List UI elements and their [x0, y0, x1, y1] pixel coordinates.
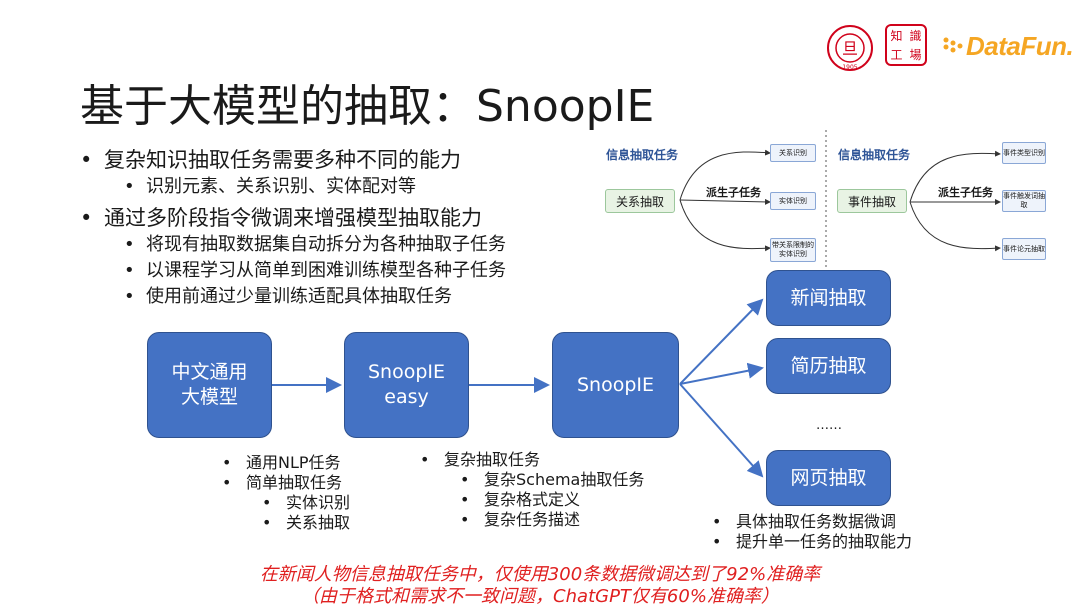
mini-diagram-left-title: 信息抽取任务	[606, 148, 679, 162]
derived-subtask-label: 派生子任务	[706, 186, 761, 199]
note-item: •简单抽取任务	[222, 473, 343, 492]
datafun-dots-icon	[943, 37, 963, 53]
note-item: •通用NLP任务	[222, 453, 341, 472]
subtask-node: 事件触发词抽取	[1002, 190, 1046, 212]
stage2-note-list: •复杂抽取任务 •复杂Schema抽取任务 •复杂格式定义 •复杂任务描述	[420, 450, 644, 530]
slide-title: 基于大模型的抽取：SnoopIE	[80, 81, 655, 132]
svg-text:旦: 旦	[842, 39, 858, 58]
note-subitem: •复杂任务描述	[460, 510, 581, 529]
datafun-logo: DataFun.	[940, 28, 1074, 64]
note-subitem: •实体识别	[262, 493, 351, 512]
subtask-diagram-lines	[679, 130, 1001, 270]
bullet-item: •复杂知识抽取任务需要多种不同的能力	[80, 148, 461, 172]
sub-bullet-item: •以课程学习从简单到困难训练模型各种子任务	[124, 260, 506, 281]
mini-diagram-right-title: 信息抽取任务	[838, 148, 911, 162]
derived-subtask-label: 派生子任务	[938, 186, 993, 199]
event-extraction-node: 事件抽取	[837, 189, 907, 213]
relation-extraction-node: 关系抽取	[605, 189, 675, 213]
sub-bullet-item: •识别元素、关系识别、实体配对等	[124, 176, 416, 197]
note-subitem: •复杂Schema抽取任务	[460, 470, 645, 489]
subtask-node: 实体识别	[770, 192, 816, 210]
subtask-node: 带关系限制的实体识别	[770, 238, 816, 262]
note-item: •提升单一任务的抽取能力	[712, 532, 913, 551]
svg-text:1905: 1905	[842, 64, 857, 71]
ellipsis: ……	[816, 418, 842, 433]
note-subitem: •复杂格式定义	[460, 490, 581, 509]
resume-extraction-box: 简历抽取	[766, 338, 891, 394]
zhishi-gongchang-logo: 知識 工場	[885, 24, 927, 66]
note-item: •复杂抽取任务	[420, 450, 541, 469]
main-bullet-list: •复杂知识抽取任务需要多种不同的能力 •识别元素、关系识别、实体配对等 •通过多…	[80, 146, 600, 310]
subtask-node: 关系识别	[770, 144, 816, 162]
sub-bullet-item: •使用前通过少量训练适配具体抽取任务	[124, 286, 452, 307]
subtask-node: 事件论元抽取	[1002, 238, 1046, 260]
result-note: 在新闻人物信息抽取任务中，仅使用300条数据微调达到了92%准确率	[259, 564, 821, 585]
webpage-extraction-box: 网页抽取	[766, 450, 891, 506]
fudan-university-logo: 旦 1905	[826, 24, 874, 72]
comparison-note: （由于格式和需求不一致问题，ChatGPT仅有60%准确率）	[301, 586, 779, 607]
bullet-item: •通过多阶段指令微调来增强模型抽取能力	[80, 206, 482, 230]
news-extraction-box: 新闻抽取	[766, 270, 891, 326]
snoopie-box: SnoopIE	[552, 332, 679, 438]
stage3-note-list: •具体抽取任务数据微调 •提升单一任务的抽取能力	[712, 512, 912, 552]
chinese-general-llm-box: 中文通用大模型	[147, 332, 272, 438]
stage1-note-list: •通用NLP任务 •简单抽取任务 •实体识别 •关系抽取	[222, 453, 350, 533]
note-subitem: •关系抽取	[262, 513, 351, 532]
note-item: •具体抽取任务数据微调	[712, 512, 897, 531]
subtask-node: 事件类型识别	[1002, 142, 1046, 164]
sub-bullet-item: •将现有抽取数据集自动拆分为各种抽取子任务	[124, 234, 506, 255]
